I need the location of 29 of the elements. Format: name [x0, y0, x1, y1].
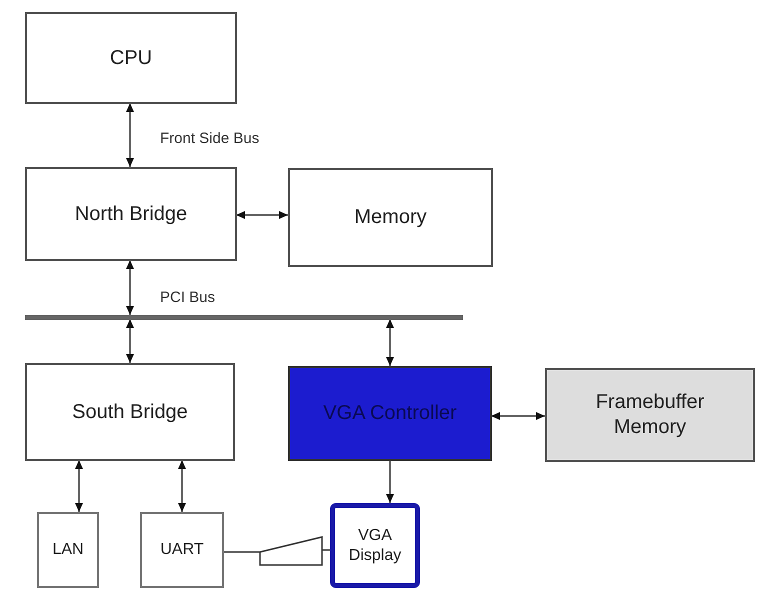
connector-arrow: [75, 460, 83, 512]
connector-arrow: [126, 103, 134, 167]
node-label: VGA Display: [348, 526, 402, 566]
node-label: Framebuffer Memory: [594, 390, 706, 440]
node-label: Memory: [353, 205, 428, 230]
connector-arrow: [386, 319, 394, 366]
display-box: [330, 503, 420, 588]
node-label: South Bridge: [71, 400, 189, 424]
process-box: [25, 363, 235, 461]
controller-box: [288, 366, 492, 461]
process-box: [140, 512, 224, 588]
connector-arrow: [178, 460, 186, 512]
node-label: LAN: [51, 540, 85, 560]
cpu-box: [25, 12, 237, 104]
connector-arrow: [491, 412, 545, 420]
process-box: [37, 512, 99, 588]
connector-arrow: [386, 461, 394, 503]
bus-bar: [25, 315, 463, 320]
connector-arrow: [126, 260, 134, 315]
connector-arrow: [126, 319, 134, 363]
node-label: CPU: [108, 46, 154, 70]
node-label: UART: [159, 540, 205, 560]
connector-arrow: [236, 211, 288, 219]
connector-arrow: [223, 536, 331, 566]
node-label: North Bridge: [74, 202, 188, 226]
memory-box: [288, 168, 493, 267]
memory-box: [545, 368, 755, 462]
node-label: VGA Controller: [322, 401, 458, 426]
process-box: [25, 167, 237, 261]
